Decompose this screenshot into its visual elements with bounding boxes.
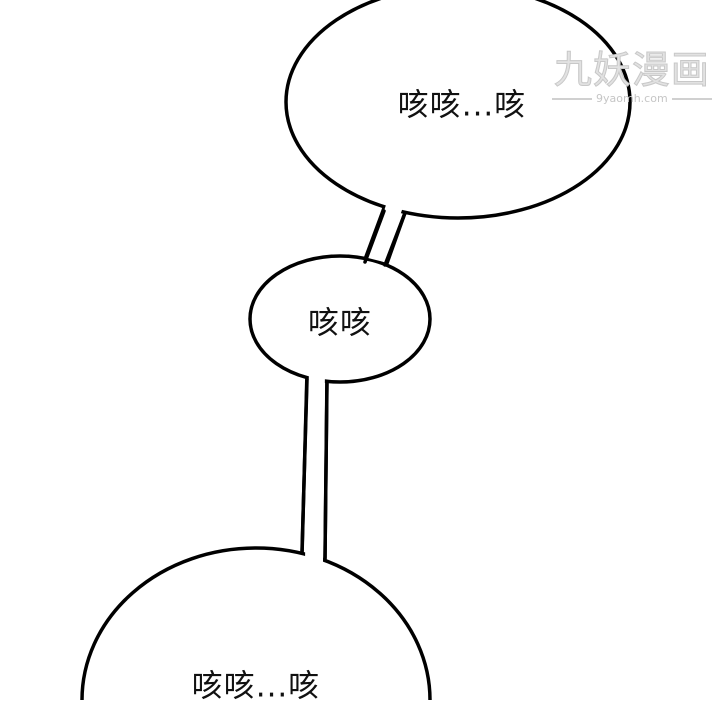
speech-bubble-bottom bbox=[80, 546, 432, 700]
watermark: 九妖漫画 9yaomh.com bbox=[552, 50, 712, 105]
watermark-title: 九妖漫画 bbox=[553, 48, 710, 92]
watermark-site-row: 9yaomh.com bbox=[552, 92, 712, 105]
speech-bubble-middle bbox=[248, 254, 432, 384]
speech-bubble-top bbox=[284, 0, 632, 220]
bubble-text-bottom: 咳咳...咳 bbox=[191, 668, 321, 705]
bubble-text-middle: 咳咳 bbox=[308, 305, 372, 342]
watermark-site: 9yaomh.com bbox=[596, 92, 668, 105]
watermark-line-right bbox=[671, 97, 712, 100]
bubble-text-top: 咳咳...咳 bbox=[397, 87, 527, 124]
watermark-line-left bbox=[552, 97, 592, 100]
